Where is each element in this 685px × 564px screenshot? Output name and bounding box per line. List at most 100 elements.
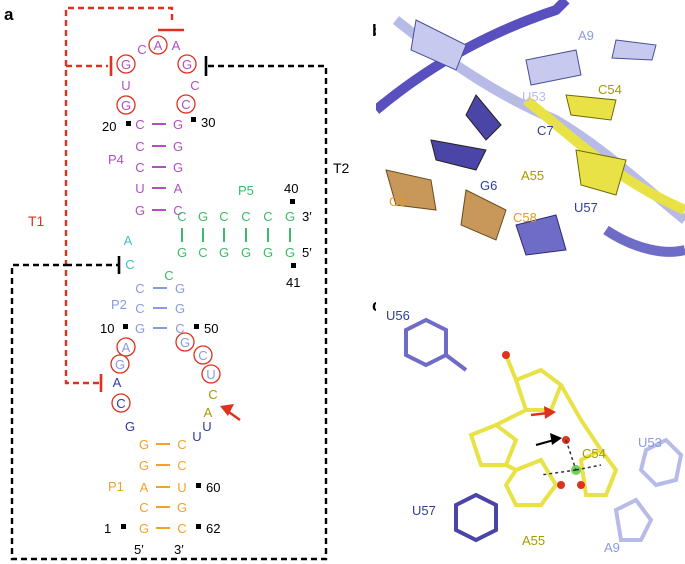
loop-nt: G [115,357,125,372]
marker [196,483,201,488]
loop-circle [201,364,221,384]
t1-bars [99,28,184,392]
p1-end-3: 3′ [174,542,184,557]
marker [196,524,201,529]
label-u56: U56 [386,308,410,323]
backbone-ribbon [603,225,685,257]
base [460,189,507,241]
loop-circle [193,345,213,365]
p4-nt: C [135,139,144,154]
t2-bars [117,56,208,274]
loop-nt: U [121,78,130,93]
loop-nt: C [208,387,217,402]
mid-loop-left: A G A C G [110,337,136,434]
backbone-ribbon [376,0,570,114]
p5-nt: G [285,245,295,260]
label-c54: C54 [598,82,622,97]
p2-num-50: 50 [204,321,218,336]
p2-nt: C [135,281,144,296]
loop-circle [111,393,131,413]
loop-nt: C [116,396,125,411]
p5-nt: C [263,209,272,224]
p1-nt: G [139,437,149,452]
p1-nt: C [139,500,148,515]
p1-helix: G G A C G C C U G C [139,437,187,536]
label-u57: U57 [412,503,436,518]
mid-loop-right: G C U C A U U [175,332,221,444]
p4-nt: C [173,203,182,218]
label-c58: C58 [513,210,537,225]
p4-nt: G [173,117,183,132]
stick-ring [454,492,498,543]
t2-label: T2 [333,160,350,176]
p4-nt: G [173,139,183,154]
red-arrow-icon [220,404,241,421]
p1-nt: C [177,521,186,536]
red-arrow-icon [530,406,556,419]
stick-ring [638,437,684,488]
p5-nt: C [177,209,186,224]
loop-nt: A [113,375,122,390]
p5-helix: C G C C C G G C G G G G C [164,209,295,283]
panel-c-structure-image: U56 U53 C54 U57 A55 A9 [376,290,685,564]
base [385,169,437,211]
loop-nt: G [121,98,131,113]
loop-nt: C [190,78,199,93]
p4-nt: C [135,117,144,132]
base [430,139,487,171]
p4-label: P4 [108,152,124,167]
marker [123,324,128,329]
p5-num-41: 41 [286,275,300,290]
loop-circle [110,354,130,374]
loop-nt: C [181,97,190,112]
loop-nt: A [122,340,131,355]
p1-nt: U [177,480,186,495]
p5-nt: G [219,245,229,260]
p4-nt: A [174,181,183,196]
p4-helix: C C C U G G G G A C [135,117,183,218]
p5-nt: C [241,209,250,224]
base [515,214,567,256]
p1-num-1: 1 [104,521,111,536]
p1-num-60: 60 [206,480,220,495]
p2-label: P2 [111,297,127,312]
marker [126,121,131,126]
loop-nt: U [192,429,201,444]
loop-nt: G [121,57,131,72]
p1-nt: A [140,480,149,495]
marker [191,117,196,122]
label-a9: A9 [578,28,594,43]
base [410,19,467,71]
p1-num-62: 62 [206,521,220,536]
p1-nt: C [177,458,186,473]
label-g5: G5 [389,194,406,209]
label-a9: A9 [604,540,620,555]
atom [577,481,585,489]
p5-num-40: 40 [284,181,298,196]
loop-nt: A [172,38,181,53]
panel-label-a: a [4,5,14,24]
loop-nt: A [154,38,163,53]
p1-pairs [156,443,170,529]
stick-ring [513,367,564,412]
label-u53: U53 [638,435,662,450]
p5-nt: G [177,245,187,260]
p5-junction-c: C [164,268,173,283]
marker [121,524,126,529]
black-arrow-icon [535,433,562,446]
p2-nt: C [135,301,144,316]
p2-num-10: 10 [100,321,114,336]
junction-a: A [124,233,133,248]
p4-nt: G [173,160,183,175]
marker [194,324,199,329]
loop-circle-a [148,35,168,55]
loop-circle [175,332,195,352]
atom [502,351,510,359]
p1-nt: G [177,500,187,515]
p4-pairs [152,123,166,211]
p4-num-30: 30 [201,115,215,130]
p5-nt: G [263,245,273,260]
label-a55: A55 [522,533,545,548]
p4-num-20: 20 [102,119,116,134]
p4-nt: C [135,160,144,175]
